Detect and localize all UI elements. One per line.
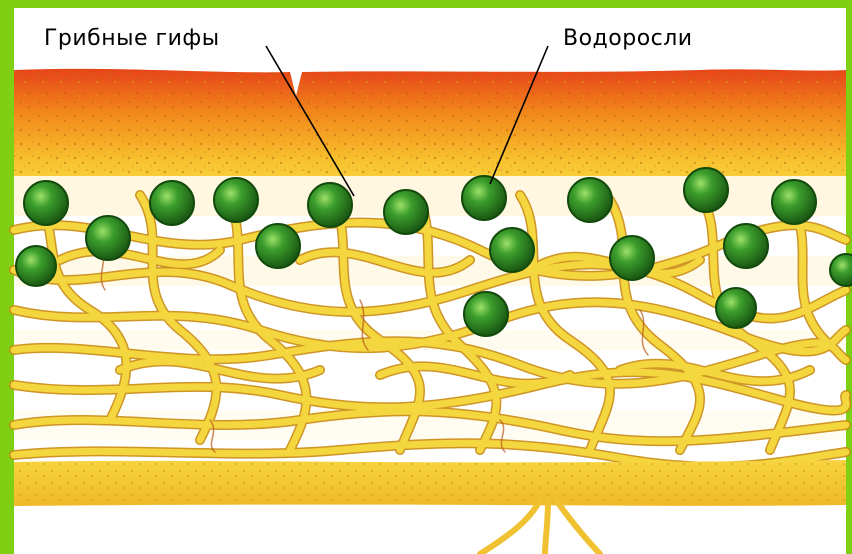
lower-cortex xyxy=(14,460,846,554)
label-algae: Водоросли xyxy=(563,26,693,51)
label-fungal-hyphae: Грибные гифы xyxy=(44,26,220,51)
